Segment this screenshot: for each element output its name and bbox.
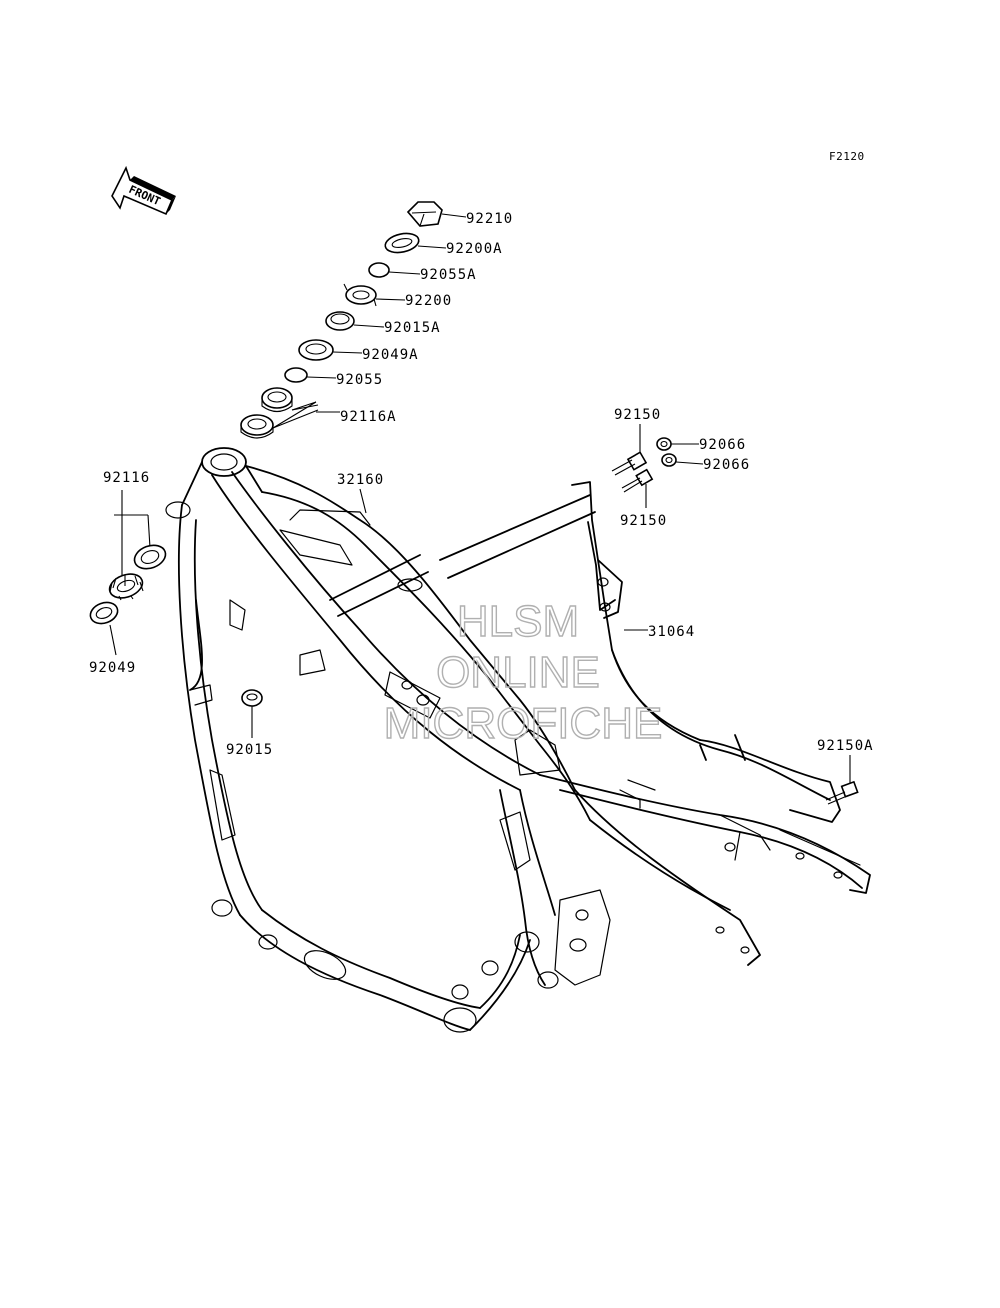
- label-92066-b: 92066: [703, 457, 750, 473]
- label-92210: 92210: [466, 211, 513, 227]
- part-92116A-bearing-lower: [240, 414, 274, 439]
- label-32160: 32160: [337, 472, 384, 488]
- label-92200A: 92200A: [446, 241, 503, 257]
- part-92055A-oring: [368, 262, 390, 278]
- part-92200A-washer: [384, 232, 420, 254]
- part-92066-nut-b: [661, 453, 677, 467]
- part-92015-nut: [241, 689, 263, 707]
- label-92055: 92055: [336, 372, 383, 388]
- label-92049: 92049: [89, 660, 136, 676]
- label-92015A: 92015A: [384, 320, 441, 336]
- part-92066-nut-a: [656, 437, 672, 451]
- part-92150-bolt-a: [611, 451, 648, 476]
- label-92150-top: 92150: [614, 407, 661, 423]
- label-92200: 92200: [405, 293, 452, 309]
- part-92049A-seal: [298, 339, 334, 361]
- watermark: HLSM ONLINE MICROFICHE: [383, 596, 663, 748]
- label-31064: 31064: [648, 624, 695, 640]
- watermark-line-1: HLSM: [457, 597, 579, 646]
- label-92055A: 92055A: [420, 267, 477, 283]
- part-92116A-bearing-upper: [261, 387, 293, 413]
- part-92200-lockwasher: [343, 283, 377, 307]
- part-92210-nut: [406, 201, 443, 227]
- part-92049-seal: [89, 601, 119, 625]
- watermark-line-3: MICROFICHE: [384, 699, 663, 748]
- label-92150A: 92150A: [817, 738, 874, 754]
- label-92150-mid: 92150: [620, 513, 667, 529]
- part-92015A-nut: [325, 311, 355, 331]
- part-92055-oring: [284, 367, 308, 383]
- part-92116-bearing-cone: [108, 573, 144, 601]
- front-arrow-icon: FRONT: [111, 165, 176, 216]
- label-92116A: 92116A: [340, 409, 397, 425]
- frame-32160: [165, 447, 871, 1033]
- part-92116-bearing-cup: [133, 544, 167, 570]
- part-92150-bolt-b: [621, 468, 654, 493]
- watermark-line-2: ONLINE: [436, 648, 600, 697]
- label-92116: 92116: [103, 470, 150, 486]
- label-92015: 92015: [226, 742, 273, 758]
- label-92066-a: 92066: [699, 437, 746, 453]
- label-92049A: 92049A: [362, 347, 419, 363]
- figure-id: F2120: [829, 150, 865, 163]
